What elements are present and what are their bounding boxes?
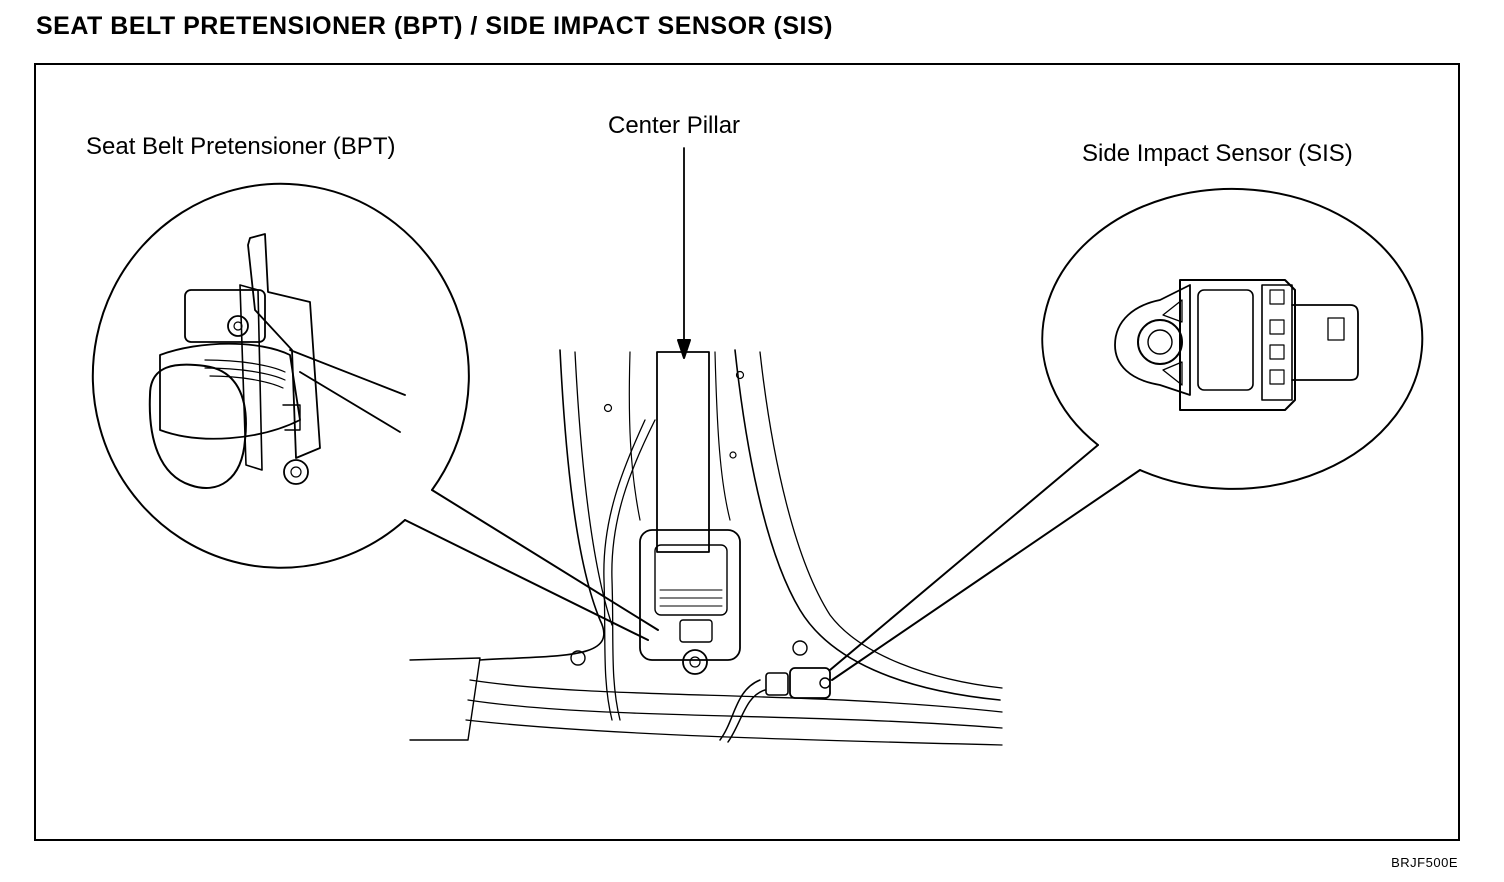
figure-code: BRJF500E [1391,855,1458,870]
sis-device-drawing [1115,280,1358,410]
bpt-device-drawing [150,234,405,488]
sis-callout [830,189,1422,680]
bpt-callout [93,184,658,640]
label-seat-belt-pretensioner: Seat Belt Pretensioner (BPT) [86,133,396,160]
diagram-frame [34,63,1460,841]
diagram-title: SEAT BELT PRETENSIONER (BPT) / SIDE IMPA… [36,12,833,40]
center-pillar-illustration [410,148,1002,745]
label-side-impact-sensor: Side Impact Sensor (SIS) [1082,140,1353,167]
label-center-pillar: Center Pillar [608,112,741,139]
